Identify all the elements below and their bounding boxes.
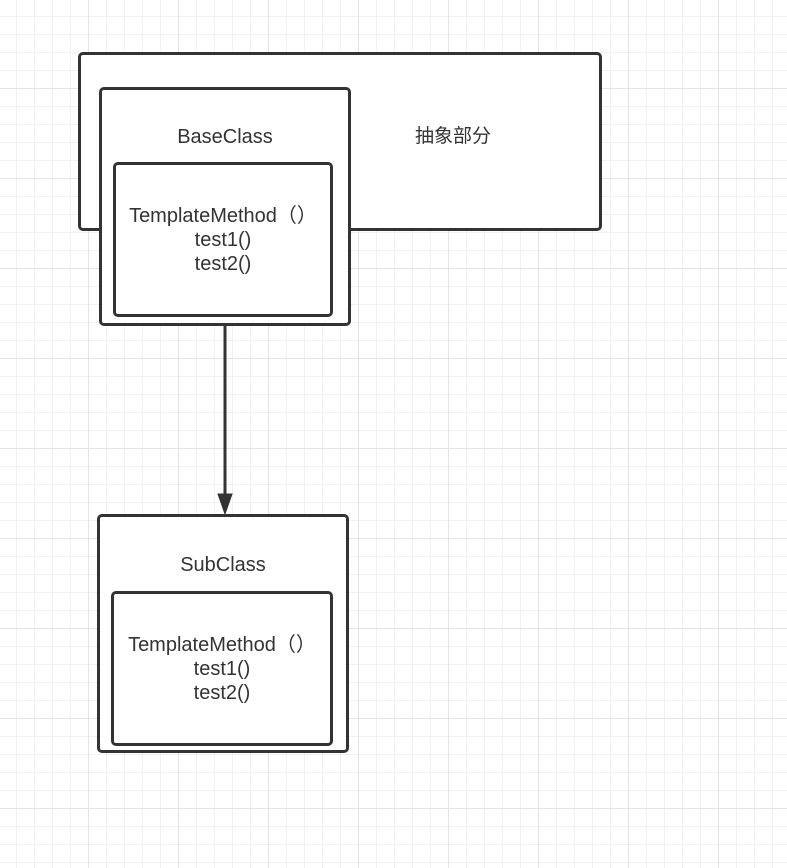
sub-class-methods: TemplateMethod（） test1() test2() xyxy=(114,594,330,743)
base-class-method-test2: test2() xyxy=(194,252,252,275)
arrow-head xyxy=(217,493,233,516)
sub-class-name: SubClass xyxy=(180,554,266,576)
sub-class-box: SubClass TemplateMethod（） test1() test2(… xyxy=(97,514,349,753)
base-class-methods-box: TemplateMethod（） test1() test2() xyxy=(113,162,333,317)
sub-class-method-template: TemplateMethod（） xyxy=(128,633,316,656)
base-class-method-template: TemplateMethod（） xyxy=(129,204,317,227)
sub-class-method-test1: test1() xyxy=(193,657,251,680)
base-class-name: BaseClass xyxy=(177,126,273,148)
base-class-box: BaseClass TemplateMethod（） test1() test2… xyxy=(99,87,351,326)
abstract-part-label: 抽象部分 xyxy=(414,125,491,147)
sub-class-methods-box: TemplateMethod（） test1() test2() xyxy=(111,591,333,746)
base-class-method-test1: test1() xyxy=(194,228,252,251)
base-class-methods: TemplateMethod（） test1() test2() xyxy=(116,165,330,314)
sub-class-method-test2: test2() xyxy=(193,681,251,704)
